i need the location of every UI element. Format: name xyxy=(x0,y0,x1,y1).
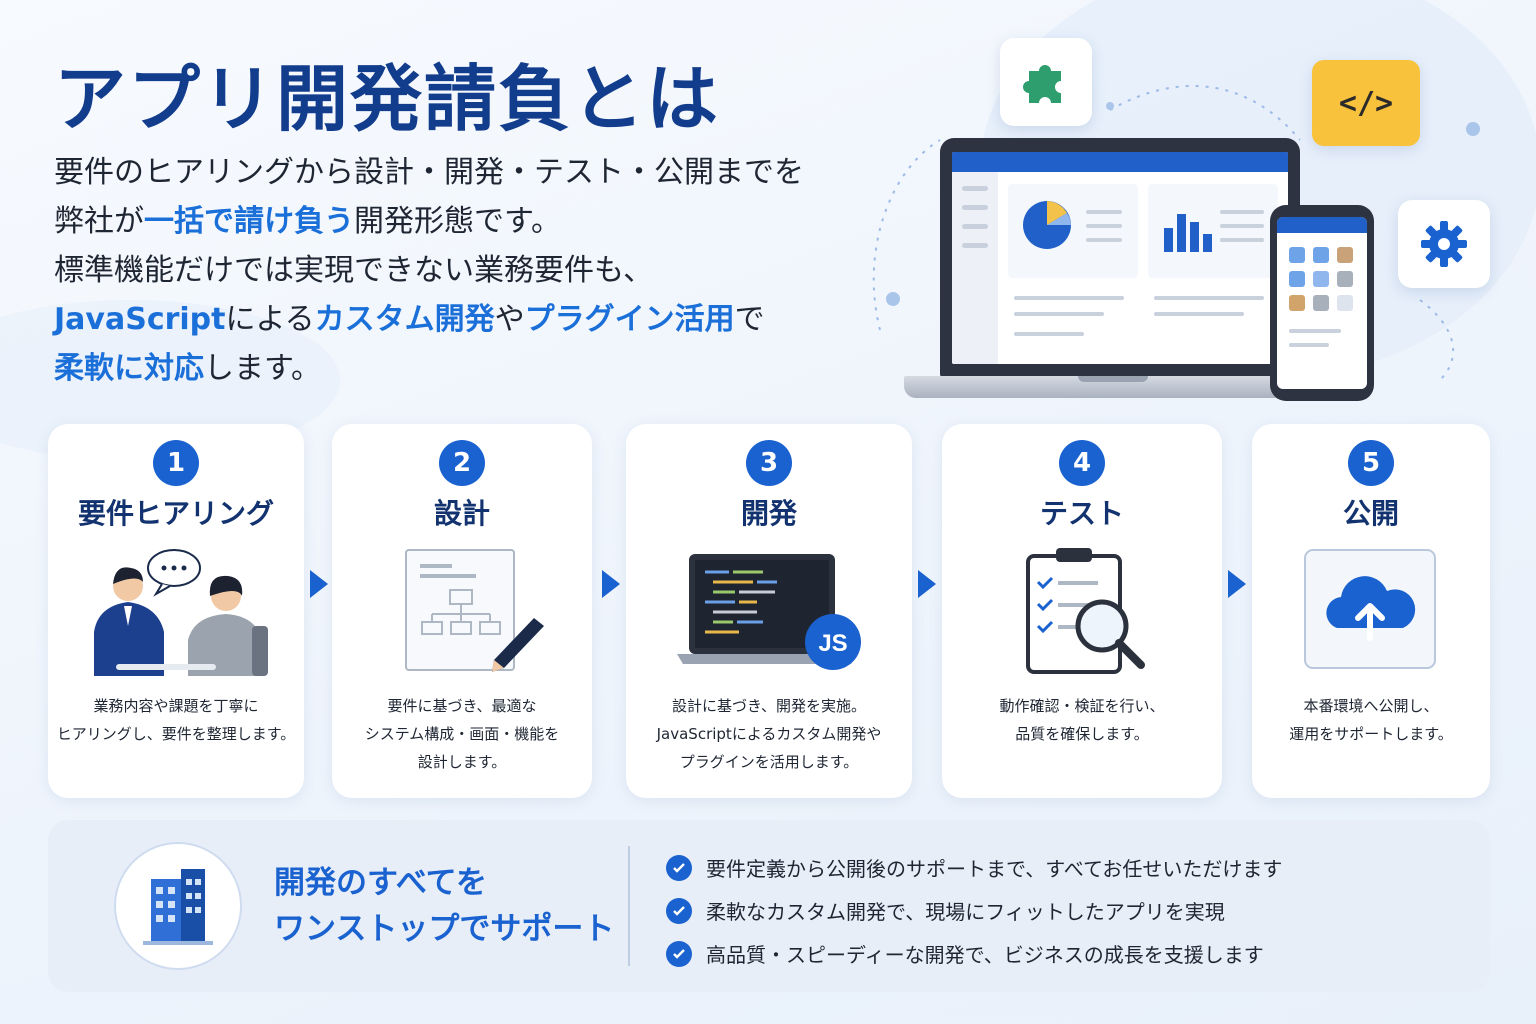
lead-highlight: 一括で請け負う xyxy=(144,204,354,239)
arrow-right-icon xyxy=(310,570,328,598)
panel-headline-line-1: 開発のすべてを xyxy=(274,865,487,901)
chat-bubble-icon xyxy=(147,549,201,597)
dotted-orbit xyxy=(872,85,1454,381)
puzzle-card xyxy=(1000,38,1092,126)
step-title: 設計 xyxy=(433,497,490,530)
lead-highlight: カスタム開発 xyxy=(314,302,495,337)
step-title: テスト xyxy=(1039,497,1124,530)
building-badge xyxy=(114,842,242,970)
step-title: 公開 xyxy=(1342,497,1399,530)
benefit-list: 要件定義から公開後のサポートまで、すべてお任せいただけます 柔軟なカスタム開発で… xyxy=(666,846,1282,975)
benefit-text: 柔軟なカスタム開発で、現場にフィットしたアプリを実現 xyxy=(706,900,1225,924)
step-description: 設計に基づき、開発を実施。 JavaScriptによるカスタム開発や プラグイン… xyxy=(656,697,882,771)
benefit-item: 柔軟なカスタム開発で、現場にフィットしたアプリを実現 xyxy=(666,889,1282,932)
lead-highlight: 柔軟に対応 xyxy=(54,351,204,386)
lead-line-5: 柔軟に対応します。 xyxy=(54,351,321,386)
code-icon: </> xyxy=(1338,85,1394,121)
step-card-release: 5 公開 本番環境へ公開し、 運用をサポートします。 xyxy=(1252,424,1490,798)
benefit-text: 高品質・スピーディーな開発で、ビジネスの成長を支援します xyxy=(706,943,1264,967)
pie-chart-icon xyxy=(1023,201,1071,249)
step-number: 3 xyxy=(746,440,792,486)
lead-line-4: JavaScriptによるカスタム開発やプラグイン活用で xyxy=(54,302,765,337)
lead-highlight: プラグイン活用 xyxy=(524,302,735,337)
js-badge: JS xyxy=(818,630,847,657)
page-title: アプリ開発請負とは xyxy=(54,57,721,141)
laptop-notch xyxy=(1078,376,1148,382)
summary-panel: 開発のすべてを ワンストップでサポート 要件定義から公開後のサポートまで、すべて… xyxy=(48,820,1490,992)
lead-paragraph: 要件のヒアリングから設計・開発・テスト・公開までを 弊社が一括で請け負う開発形態… xyxy=(54,148,854,393)
arrow-right-icon xyxy=(918,570,936,598)
dashboard-screen xyxy=(952,152,1288,364)
step-card-hearing: 1 要件ヒアリング 業務内容や課題を丁寧に ヒアリングし、要件を整理します。 xyxy=(48,424,304,798)
step-number: 1 xyxy=(153,440,199,486)
arrow-right-icon xyxy=(1228,570,1246,598)
gear-icon xyxy=(1421,221,1467,267)
step-card-development: 3 開発 JS 設計に基づき、開発を実施。 JavaScriptによるカスタム開… xyxy=(626,424,912,798)
lead-line-1: 要件のヒアリングから設計・開発・テスト・公開までを xyxy=(54,155,804,190)
panel-headline-line-2: ワンストップでサポート xyxy=(274,911,615,947)
building-icon xyxy=(143,869,213,945)
code-card: </> xyxy=(1312,60,1420,146)
code-laptop-icon: JS xyxy=(677,554,861,670)
flowchart-icon xyxy=(405,549,544,672)
step-description: 業務内容や課題を丁寧に ヒアリングし、要件を整理します。 xyxy=(56,697,296,743)
bar-chart-icon xyxy=(1164,214,1212,252)
gear-card xyxy=(1398,200,1490,288)
arrow-right-icon xyxy=(602,570,620,598)
step-title: 要件ヒアリング xyxy=(77,497,274,530)
benefit-item: 要件定義から公開後のサポートまで、すべてお任せいただけます xyxy=(666,846,1282,889)
step-description: 動作確認・検証を行い、 品質を確保します。 xyxy=(999,697,1165,743)
divider xyxy=(628,846,630,966)
check-icon xyxy=(666,897,692,924)
step-number: 4 xyxy=(1059,440,1105,486)
decor-dot xyxy=(886,292,900,306)
clipboard-check-icon xyxy=(1026,548,1145,674)
decor-dot xyxy=(1106,102,1114,110)
benefit-item: 高品質・スピーディーな開発で、ビジネスの成長を支援します xyxy=(666,932,1282,975)
lead-line-2: 弊社が一括で請け負う開発形態です。 xyxy=(54,204,561,239)
laptop-icon xyxy=(940,138,1300,378)
benefit-text: 要件定義から公開後のサポートまで、すべてお任せいただけます xyxy=(706,857,1283,881)
lead-line-3: 標準機能だけでは実現できない業務要件も、 xyxy=(54,253,654,288)
hero-illustration: </> xyxy=(860,30,1510,410)
check-icon xyxy=(666,940,692,967)
puzzle-icon xyxy=(1023,65,1061,103)
step-description: 要件に基づき、最適な システム構成・画面・機能を 設計します。 xyxy=(364,697,560,771)
meeting-illustration xyxy=(94,549,268,676)
step-description: 本番環境へ公開し、 運用をサポートします。 xyxy=(1289,697,1453,743)
smartphone-icon xyxy=(1270,205,1374,401)
step-number: 5 xyxy=(1348,440,1394,486)
cloud-upload-icon xyxy=(1304,549,1436,669)
step-number: 2 xyxy=(439,440,485,486)
pencil-icon xyxy=(492,618,544,672)
step-title: 開発 xyxy=(740,497,797,530)
step-card-design: 2 設計 要件に基づき、最適な システム構成・画面・機能を 設計します。 xyxy=(332,424,592,798)
laptop-base xyxy=(904,376,1334,398)
step-card-test: 4 テスト 動作確認・検証を行い、 品質を確保します。 xyxy=(942,424,1222,798)
lead-highlight: JavaScript xyxy=(54,302,226,337)
magnifier-icon xyxy=(1075,599,1145,669)
panel-headline: 開発のすべてを ワンストップでサポート xyxy=(274,860,614,952)
decor-dot xyxy=(1466,122,1480,136)
check-icon xyxy=(666,854,692,881)
